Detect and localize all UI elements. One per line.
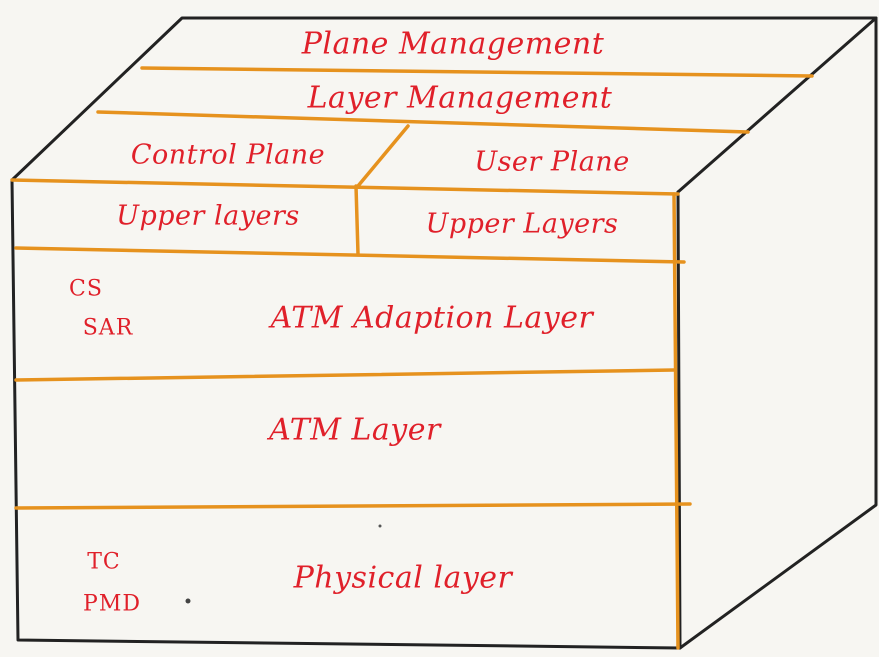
- cube-outline: [10, 16, 878, 650]
- divider-below-atm-layer: [14, 502, 692, 510]
- front-face-outline: [10, 178, 682, 650]
- divider-below-layer-management: [96, 110, 750, 134]
- control-plane-label: Control Plane: [130, 139, 326, 171]
- ink-dot: [378, 524, 382, 528]
- divider-below-planes: [10, 178, 680, 196]
- divider-below-upper-layers: [14, 246, 686, 264]
- user-plane-label: User Plane: [474, 146, 630, 178]
- divider-below-plane-management: [140, 66, 814, 78]
- layer-management-label: Layer Management: [307, 80, 613, 116]
- cs-sublayer-label: CS: [69, 276, 103, 302]
- upper-layers-user-label: Upper Layers: [425, 208, 619, 240]
- atm-layer-label: ATM Layer: [269, 412, 441, 448]
- sar-sublayer-label: SAR: [82, 315, 134, 341]
- layer-dividers: [10, 66, 814, 650]
- atm-adaptation-layer-label: ATM Adaption Layer: [270, 300, 594, 336]
- pmd-sublayer-label: PMD: [83, 591, 141, 617]
- tc-sublayer-label: TC: [87, 549, 121, 575]
- divider-upper-layers-vertical: [354, 184, 360, 256]
- top-face-outline: [10, 16, 878, 194]
- plane-management-label: Plane Management: [301, 26, 605, 62]
- ink-dot: [185, 598, 191, 604]
- divider-control-user-diagonal: [356, 124, 410, 188]
- upper-layers-control-label: Upper layers: [116, 200, 300, 232]
- physical-layer-label: Physical layer: [293, 560, 513, 596]
- side-face-outline: [678, 16, 878, 650]
- front-face-right-edge: [672, 192, 680, 650]
- divider-below-aal: [14, 368, 676, 382]
